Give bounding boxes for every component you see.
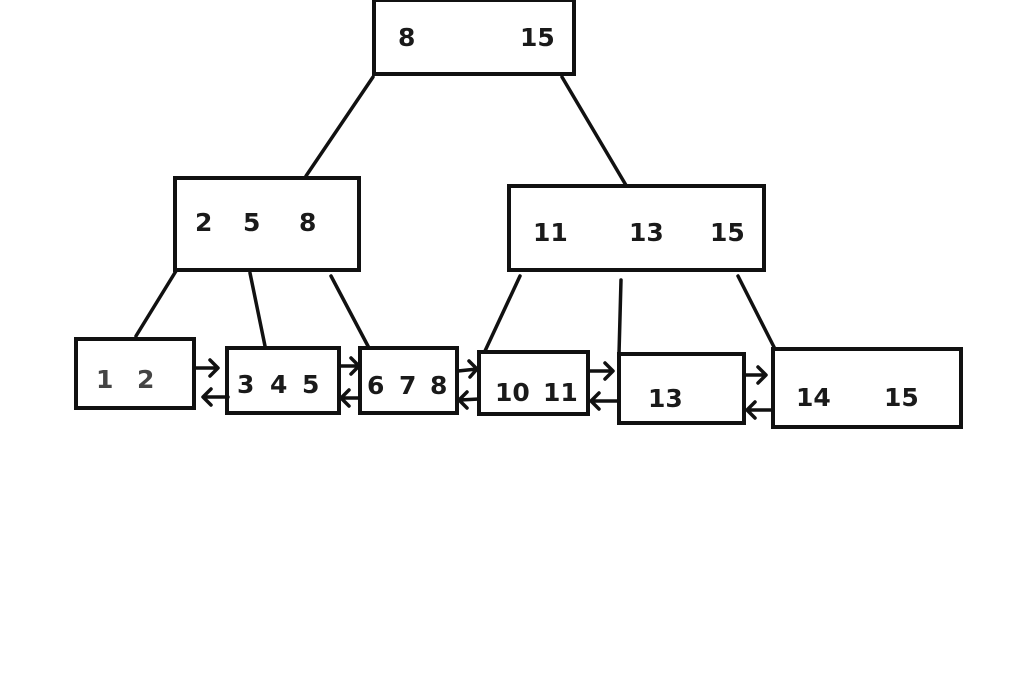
leaf-node-5-box	[617, 352, 746, 425]
leaf-node-1-box	[74, 337, 196, 410]
leaf-2-key-2: 4	[270, 370, 287, 399]
leaf-node-3: 6 7 8	[358, 346, 459, 415]
leaf-node-1: 1 2	[74, 337, 196, 410]
leaf-link-2-3	[339, 356, 362, 408]
leaf-link-1-2	[194, 358, 230, 407]
next-arrow-icon	[588, 361, 615, 381]
edge-root-to-internal-right	[560, 75, 632, 194]
leaf-link-4-5	[588, 361, 621, 411]
leaf-node-5: 13	[617, 352, 746, 425]
internal-right-key-2: 13	[629, 218, 664, 247]
leaf-node-4: 10 11	[477, 350, 590, 416]
internal-node-left: 2 5 8	[173, 176, 361, 272]
leaf-4-key-1: 10	[495, 378, 530, 407]
prev-arrow-icon	[339, 388, 362, 408]
edge-internal-left-to-leaf-2	[248, 271, 267, 348]
leaf-link-3-4	[456, 359, 481, 410]
leaf-4-key-2: 11	[543, 378, 578, 407]
edge-internal-right-to-leaf-4	[483, 274, 522, 353]
root-key-2: 15	[520, 23, 555, 52]
next-arrow-icon	[744, 365, 768, 385]
leaf-node-6-box	[771, 347, 963, 429]
leaf-link-5-6	[744, 365, 775, 420]
edge-internal-left-to-leaf-1	[134, 269, 178, 338]
prev-arrow-icon	[201, 387, 230, 407]
prev-arrow-icon	[457, 390, 481, 410]
root-key-1: 8	[398, 23, 415, 52]
prev-arrow-icon	[745, 400, 775, 420]
internal-right-key-3: 15	[710, 218, 745, 247]
next-arrow-icon	[456, 359, 479, 379]
internal-node-right: 11 13 15	[507, 184, 766, 272]
leaf-5-key-1: 13	[648, 384, 683, 413]
next-arrow-icon	[339, 356, 361, 376]
leaf-2-key-3: 5	[302, 370, 319, 399]
internal-left-key-1: 2	[195, 208, 212, 237]
leaf-3-key-2: 7	[399, 371, 416, 400]
leaf-3-key-3: 8	[430, 371, 447, 400]
leaf-node-6: 14 15	[771, 347, 963, 429]
root-node-box	[372, 0, 576, 76]
internal-node-left-box	[173, 176, 361, 272]
internal-node-right-box	[507, 184, 766, 272]
leaf-node-3-box	[358, 346, 459, 415]
root-node: 8 15	[372, 0, 576, 76]
leaf-node-4-box	[477, 350, 590, 416]
leaf-1-key-2: 2	[137, 365, 154, 394]
next-arrow-icon	[194, 358, 220, 378]
leaf-node-2-box	[225, 346, 341, 415]
internal-right-key-1: 11	[533, 218, 568, 247]
leaf-node-2: 3 4 5	[225, 346, 341, 415]
internal-left-key-2: 5	[243, 208, 260, 237]
leaf-6-key-1: 14	[796, 383, 831, 412]
edge-internal-left-to-leaf-3	[329, 274, 371, 350]
prev-arrow-icon	[589, 391, 621, 411]
leaf-3-key-1: 6	[367, 371, 384, 400]
edge-internal-right-to-leaf-6	[736, 274, 777, 351]
edge-root-to-internal-left	[304, 75, 375, 178]
leaf-6-key-2: 15	[884, 383, 919, 412]
internal-left-key-3: 8	[299, 208, 316, 237]
edge-internal-right-to-leaf-5	[617, 278, 623, 356]
leaf-2-key-1: 3	[237, 370, 254, 399]
leaf-1-key-1: 1	[96, 365, 113, 394]
